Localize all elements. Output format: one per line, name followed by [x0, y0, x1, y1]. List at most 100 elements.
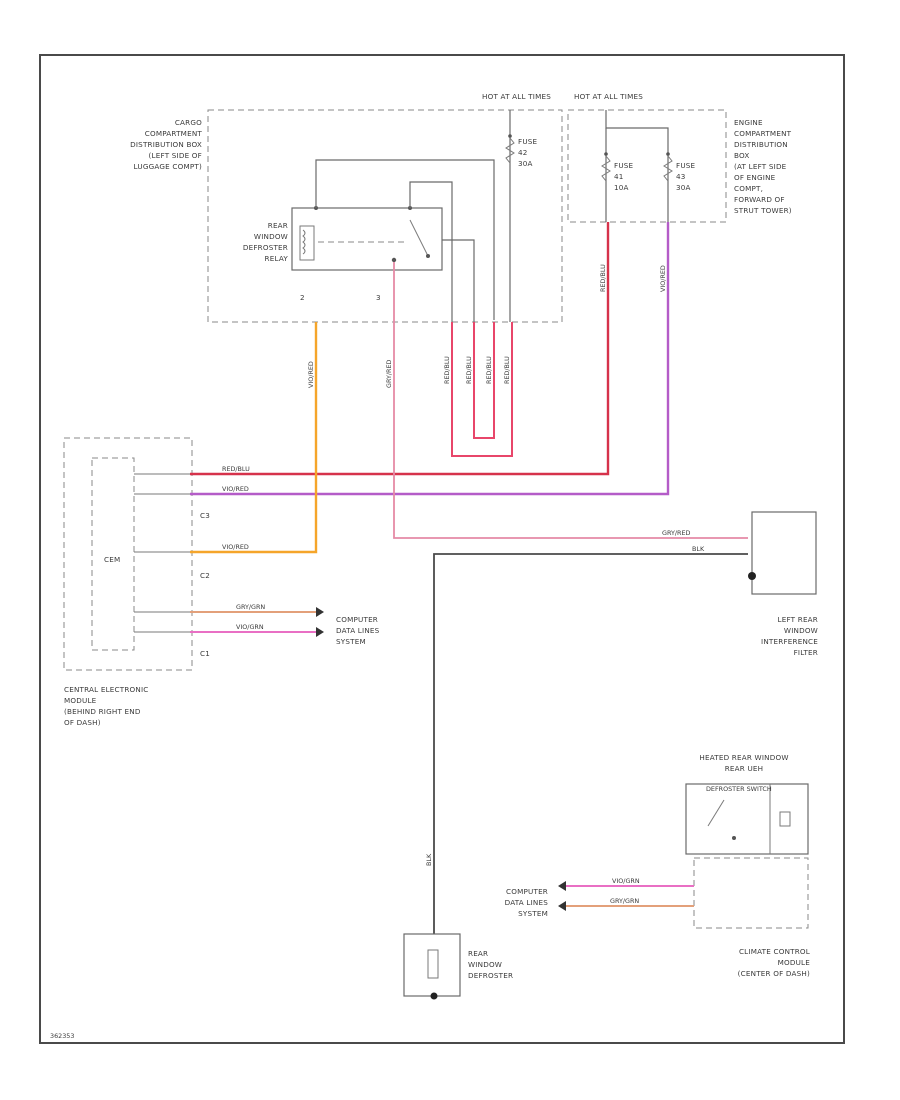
fuse-41-symbol — [601, 155, 611, 182]
connector-c3: C3 — [200, 511, 210, 520]
svg-text:COMPARTMENT: COMPARTMENT — [145, 129, 203, 138]
engine-box-label: ENGINE COMPARTMENT DISTRIBUTION BOX (AT … — [734, 118, 792, 215]
svg-text:STRUT TOWER): STRUT TOWER) — [734, 206, 792, 215]
relay-box — [291, 207, 443, 271]
svg-text:COMPARTMENT: COMPARTMENT — [734, 129, 792, 138]
svg-text:30A: 30A — [676, 183, 691, 192]
wire-label-gry-red-horizontal: GRY/RED — [662, 529, 691, 537]
hot-label-1: HOT AT ALL TIMES — [482, 92, 551, 101]
wire-loop-inner — [473, 322, 495, 439]
wire-label-blk-vertical: BLK — [425, 853, 433, 866]
fuse-43-symbol — [663, 155, 673, 182]
relay-switch-contact — [409, 219, 429, 257]
svg-text:COMPUTER: COMPUTER — [506, 887, 548, 896]
svg-text:OF ENGINE: OF ENGINE — [734, 173, 776, 182]
relay-pin-2: 2 — [300, 293, 305, 302]
filter-label: LEFT REAR WINDOW INTERFERENCE FILTER — [761, 615, 818, 657]
wire-label-violet-horizontal: VIO/RED — [222, 485, 249, 493]
svg-text:CLIMATE CONTROL: CLIMATE CONTROL — [739, 947, 810, 956]
svg-text:WINDOW: WINDOW — [468, 960, 502, 969]
cem-box-label: CEM — [104, 555, 120, 564]
relay-coil — [299, 225, 315, 261]
wire-label-loop-2: RED/BLU — [465, 356, 473, 384]
svg-text:OF DASH): OF DASH) — [64, 718, 101, 727]
engine-bus-wire — [605, 110, 669, 222]
svg-text:DATA LINES: DATA LINES — [505, 898, 549, 907]
svg-text:42: 42 — [518, 148, 528, 157]
svg-text:(CENTER OF DASH): (CENTER OF DASH) — [738, 969, 810, 978]
climate-label: CLIMATE CONTROL MODULE (CENTER OF DASH) — [738, 947, 810, 978]
relay-contact-dot — [426, 254, 430, 258]
computer-data-label-2: COMPUTER DATA LINES SYSTEM — [505, 887, 549, 918]
wire-label-red-horizontal: RED/BLU — [222, 465, 250, 473]
switch-sub-label: DEFROSTER SWITCH — [706, 785, 772, 793]
relay-pin-3: 3 — [376, 293, 381, 302]
connector-c2: C2 — [200, 571, 210, 580]
fuse-42-label: FUSE 42 30A — [518, 137, 537, 168]
wire-label-loop-1: RED/BLU — [443, 356, 451, 384]
cargo-internal-wire-1 — [315, 159, 495, 320]
cem-outline — [63, 437, 193, 671]
switch-lever — [707, 799, 725, 827]
svg-text:CENTRAL ELECTRONIC: CENTRAL ELECTRONIC — [64, 685, 149, 694]
svg-text:REAR: REAR — [268, 221, 288, 230]
wire-label-vio-grn-clim: VIO/GRN — [612, 877, 640, 885]
climate-control-outline — [693, 857, 809, 929]
svg-text:INTERFERENCE: INTERFERENCE — [761, 637, 818, 646]
svg-text:MODULE: MODULE — [64, 696, 97, 705]
relay-pin-dot — [391, 257, 397, 263]
svg-text:REAR UEH: REAR UEH — [725, 764, 764, 773]
wire-label-red-vertical: RED/BLU — [599, 264, 607, 292]
svg-text:DISTRIBUTION BOX: DISTRIBUTION BOX — [130, 140, 202, 149]
svg-text:43: 43 — [676, 172, 686, 181]
svg-text:COMPT,: COMPT, — [734, 184, 763, 193]
wire-gry-red — [393, 262, 748, 539]
svg-text:30A: 30A — [518, 159, 533, 168]
svg-text:BOX: BOX — [734, 151, 750, 160]
svg-text:(AT LEFT SIDE: (AT LEFT SIDE — [734, 162, 787, 171]
arrow-right-2 — [316, 627, 324, 637]
svg-text:DEFROSTER: DEFROSTER — [468, 971, 513, 980]
svg-text:(BEHIND RIGHT END: (BEHIND RIGHT END — [64, 707, 141, 716]
computer-data-label-1: COMPUTER DATA LINES SYSTEM — [336, 615, 380, 646]
svg-text:FILTER: FILTER — [794, 648, 818, 657]
switch-title-label: HEATED REAR WINDOW REAR UEH — [699, 753, 788, 773]
arrow-left-1 — [558, 881, 566, 891]
svg-text:LUGGAGE COMPT): LUGGAGE COMPT) — [134, 162, 202, 171]
svg-text:WINDOW: WINDOW — [784, 626, 818, 635]
wire-label-gry-grn-clim: GRY/GRN — [610, 897, 639, 905]
wire-label-orange-vertical: VIO/RED — [307, 361, 315, 388]
engine-distribution-box — [567, 109, 727, 223]
relay-coil-winding — [302, 229, 306, 255]
wire-label-loop-4: RED/BLU — [503, 356, 511, 384]
svg-text:ENGINE: ENGINE — [734, 118, 763, 127]
cem-inner — [91, 457, 135, 651]
wire-label-gry-grn-cem: GRY/GRN — [236, 603, 265, 611]
svg-text:41: 41 — [614, 172, 624, 181]
wire-label-vio-grn-cem: VIO/GRN — [236, 623, 264, 631]
defroster-label: REAR WINDOW DEFROSTER — [468, 949, 513, 980]
svg-text:DEFROSTER: DEFROSTER — [243, 243, 288, 252]
svg-text:LEFT REAR: LEFT REAR — [778, 615, 818, 624]
wire-label-gry-red-vertical: GRY/RED — [385, 359, 393, 388]
wire-label-orange-horizontal: VIO/RED — [222, 543, 249, 551]
fuse-41-label: FUSE 41 10A — [614, 161, 634, 192]
defroster-ground-dot — [430, 992, 438, 1000]
cargo-internal-wire-2 — [409, 181, 453, 322]
wire-vio-red — [190, 222, 670, 496]
arrow-left-2 — [558, 901, 566, 911]
fuse-42-dot-top — [508, 134, 512, 138]
svg-text:RELAY: RELAY — [265, 254, 289, 263]
switch-led — [779, 811, 791, 827]
svg-text:HEATED REAR WINDOW: HEATED REAR WINDOW — [699, 753, 788, 762]
fuse-43-label: FUSE 43 30A — [676, 161, 695, 192]
svg-text:FUSE: FUSE — [614, 161, 634, 170]
defroster-box — [403, 933, 461, 997]
svg-text:DATA LINES: DATA LINES — [336, 626, 380, 635]
wire-red-blu — [190, 222, 610, 476]
wire-label-loop-3: RED/BLU — [485, 356, 493, 384]
arrow-right-1 — [316, 607, 324, 617]
svg-text:10A: 10A — [614, 183, 629, 192]
wire-blk — [433, 553, 748, 934]
